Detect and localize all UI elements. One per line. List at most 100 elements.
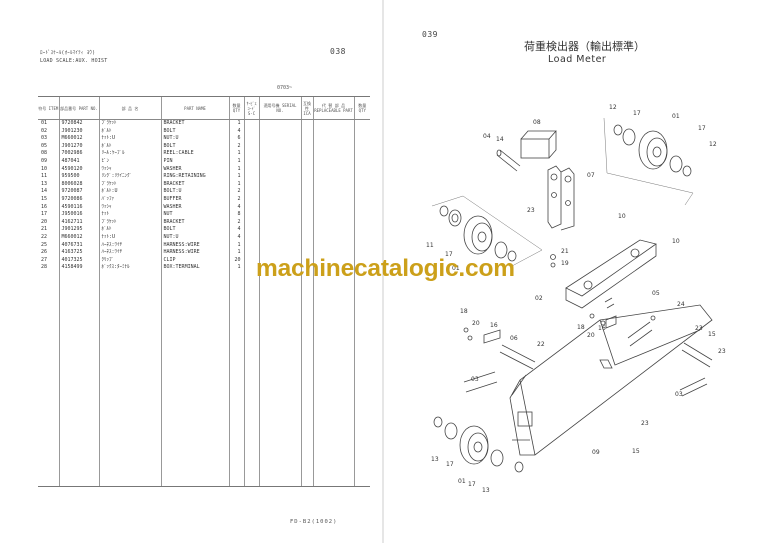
cell-serial-no xyxy=(258,157,301,166)
cell-item: 17 xyxy=(41,211,48,218)
cell-name-jp: ﾘﾝｸﾞ:ﾘﾃｲﾆﾝｸﾞ xyxy=(98,173,161,181)
cell-serial-no xyxy=(258,150,301,158)
header-serial-no: 適用号機 SERIAL NO. xyxy=(258,96,301,120)
cell-service-code xyxy=(243,249,259,257)
cell-part-no: 4163725 xyxy=(58,249,99,257)
svg-text:11: 11 xyxy=(426,242,434,249)
svg-text:20: 20 xyxy=(472,320,480,327)
cell-rep-part-no xyxy=(312,226,354,234)
cell-part-name: RING:RETAINING xyxy=(160,173,229,181)
header-rep-qty: 数量 QTY xyxy=(353,96,370,120)
cell-service-code xyxy=(243,203,259,212)
svg-text:15: 15 xyxy=(708,331,716,338)
cell-ica xyxy=(300,135,313,143)
cell-service-code xyxy=(243,127,259,136)
cell-name-jp: ﾊﾞｯﾌｧ xyxy=(98,195,161,204)
cell-item: 05 xyxy=(41,142,48,149)
cell-qty: 20 xyxy=(228,256,244,265)
cell-item: 10 xyxy=(41,165,48,172)
cell-rep-part-no xyxy=(312,211,354,219)
cell-rep-part-no xyxy=(312,249,354,257)
cell-qty: 1 xyxy=(228,241,244,250)
cell-item: 16 xyxy=(41,203,48,210)
svg-text:24: 24 xyxy=(677,301,685,308)
cell-rep-qty xyxy=(353,241,370,250)
cell-rep-qty xyxy=(353,218,370,227)
cell-name-jp: ﾜｯｼｬ xyxy=(98,203,161,212)
svg-text:13: 13 xyxy=(431,456,439,463)
cell-ica xyxy=(300,249,313,257)
svg-text:06: 06 xyxy=(510,335,518,342)
svg-text:03: 03 xyxy=(471,376,479,383)
cell-qty: 2 xyxy=(228,195,244,204)
cell-rep-qty xyxy=(353,157,370,166)
svg-text:23: 23 xyxy=(718,348,726,355)
cell-part-name: NUT xyxy=(160,211,229,219)
cell-part-name: CLIP xyxy=(160,256,229,265)
cell-rep-part-no xyxy=(312,173,354,181)
cell-part-name: WASHER xyxy=(160,165,229,174)
page-number: 038 xyxy=(330,47,346,56)
cell-service-code xyxy=(243,211,259,219)
svg-text:01: 01 xyxy=(672,113,680,120)
cell-name-jp: ﾎﾞｯｸｽ:ﾀｰﾐﾅﾙ xyxy=(98,264,161,272)
cell-name-jp: ﾎﾞﾙﾄ xyxy=(98,142,161,151)
cell-part-no: 959500 xyxy=(58,173,99,181)
svg-text:18: 18 xyxy=(577,324,585,331)
cell-item: 26 xyxy=(41,249,48,256)
cell-rep-qty xyxy=(353,233,370,242)
svg-text:14: 14 xyxy=(496,136,504,143)
cell-serial-no xyxy=(258,264,301,272)
cell-part-no: 4590120 xyxy=(58,165,99,174)
cell-qty: 2 xyxy=(228,218,244,227)
cell-part-name: BOLT xyxy=(160,142,229,151)
cell-serial-no xyxy=(258,226,301,234)
cell-item: 21 xyxy=(41,226,48,233)
cell-service-code xyxy=(243,157,259,166)
cell-rep-qty xyxy=(353,188,370,196)
cell-item: 15 xyxy=(41,195,48,202)
cell-name-jp: ｸﾘｯﾌﾟ xyxy=(98,256,161,265)
cell-part-name: BOLT xyxy=(160,226,229,234)
cell-qty: 2 xyxy=(228,188,244,196)
cell-name-jp: ﾌﾞﾗｹｯﾄ xyxy=(98,218,161,227)
cell-part-no: 4158499 xyxy=(58,264,99,272)
svg-text:18: 18 xyxy=(460,308,468,315)
cell-part-name: BOLT:U xyxy=(160,188,229,196)
cell-rep-part-no xyxy=(312,195,354,204)
cell-qty: 6 xyxy=(228,135,244,143)
cell-name-jp: ﾎﾞﾙﾄ xyxy=(98,226,161,234)
cell-rep-qty xyxy=(353,203,370,212)
cell-rep-qty xyxy=(353,135,370,143)
cell-ica xyxy=(300,188,313,196)
cell-part-no: 9720086 xyxy=(58,195,99,204)
cell-ica xyxy=(300,195,313,204)
svg-text:21: 21 xyxy=(561,248,569,255)
svg-text:07: 07 xyxy=(587,172,595,179)
cell-qty: 4 xyxy=(228,203,244,212)
cell-serial-no xyxy=(258,256,301,265)
cell-qty: 4 xyxy=(228,233,244,242)
cell-service-code xyxy=(243,195,259,204)
cell-part-name: HARNESS:WIRE xyxy=(160,241,229,250)
cell-serial-no xyxy=(258,203,301,212)
cell-serial-no xyxy=(258,173,301,181)
cell-service-code xyxy=(243,241,259,250)
cell-item: 22 xyxy=(41,233,48,240)
cell-part-no: 7002986 xyxy=(58,150,99,158)
cell-serial-no xyxy=(258,211,301,219)
svg-text:02: 02 xyxy=(535,295,543,302)
cell-rep-part-no xyxy=(312,188,354,196)
cell-item: 03 xyxy=(41,135,48,142)
svg-text:23: 23 xyxy=(695,325,703,332)
cell-part-no: J901295 xyxy=(58,226,99,234)
cell-rep-qty xyxy=(353,256,370,265)
header-qty: 数量 QTY xyxy=(228,96,244,120)
